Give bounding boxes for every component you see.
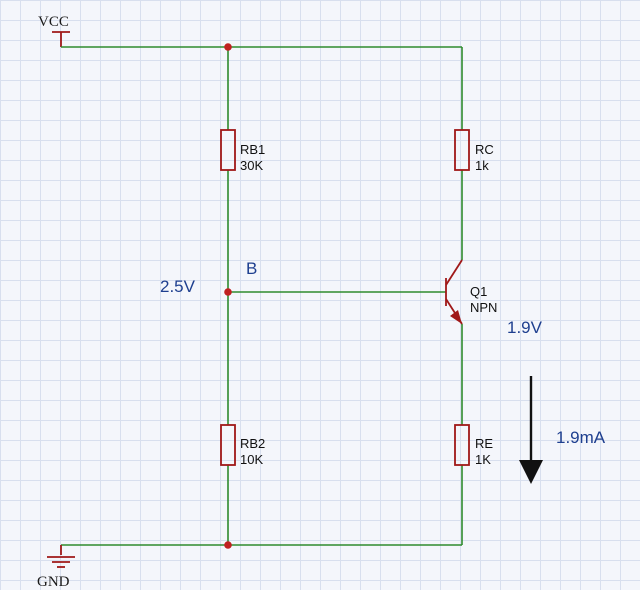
- resistor-rc: [454, 129, 470, 171]
- base-voltage: 2.5V: [160, 277, 196, 296]
- rb2-ref: RB2: [240, 436, 265, 451]
- rb1-ref: RB1: [240, 142, 265, 157]
- current-arrow-icon: [519, 376, 543, 484]
- junction-base: [224, 288, 232, 296]
- re-value: 1K: [475, 452, 491, 467]
- wires: [61, 46, 463, 546]
- re-ref: RE: [475, 436, 493, 451]
- gnd-label: GND: [37, 574, 70, 590]
- vcc-symbol: [52, 31, 70, 47]
- junction-top: [224, 43, 232, 51]
- vcc-label: VCC: [38, 14, 69, 30]
- resistor-rb2: [220, 424, 236, 466]
- emitter-voltage: 1.9V: [507, 318, 543, 337]
- base-node-label: B: [246, 259, 257, 278]
- transistor-q1: [445, 259, 463, 325]
- rb2-value: 10K: [240, 452, 263, 467]
- rb1-value: 30K: [240, 158, 263, 173]
- resistor-rb1: [220, 129, 236, 171]
- rc-ref: RC: [475, 142, 494, 157]
- q1-ref: Q1: [470, 284, 487, 299]
- resistor-re: [454, 424, 470, 466]
- ground-symbol: [47, 545, 75, 568]
- emitter-current: 1.9mA: [556, 428, 606, 447]
- q1-type: NPN: [470, 300, 497, 315]
- junction-bottom: [224, 541, 232, 549]
- rc-value: 1k: [475, 158, 489, 173]
